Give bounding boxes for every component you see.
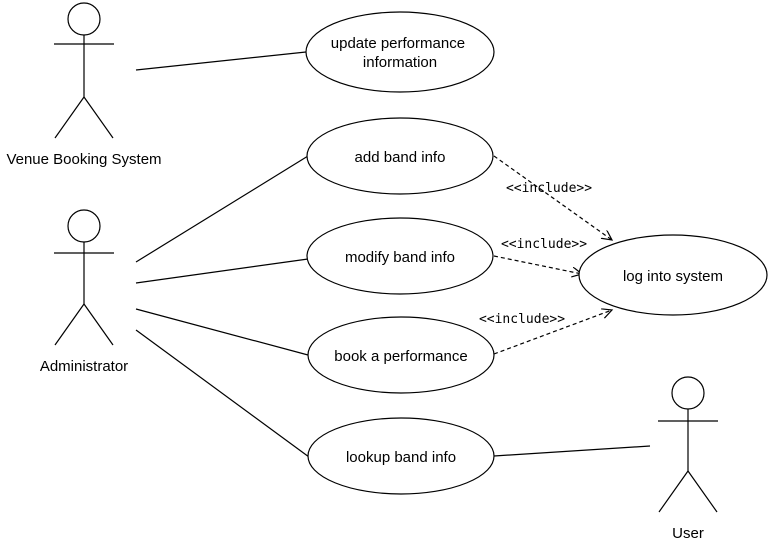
actor-administrator: Administrator xyxy=(40,209,128,375)
association-admin-add xyxy=(135,155,309,263)
association-user-lookup xyxy=(493,445,651,457)
use-case-label: book a performance xyxy=(334,348,467,365)
actor-user: User xyxy=(658,376,718,540)
association-admin-lookup xyxy=(135,329,310,458)
include-modify-login xyxy=(493,255,582,274)
include-label-add: <<include>> xyxy=(506,181,592,196)
stick-figure-icon xyxy=(54,209,114,346)
svg-text:update performance infor: update performance information xyxy=(331,35,469,71)
use-case-log-into-system: log into system xyxy=(578,234,768,316)
association-venue-update xyxy=(135,51,307,71)
include-label-modify: <<include>> xyxy=(501,237,587,252)
actor-label: Venue Booking System xyxy=(6,151,161,168)
include-add-login xyxy=(493,155,612,240)
use-case-modify-band-info: modify band info xyxy=(306,217,494,295)
use-case-lookup-band-info: lookup band info xyxy=(307,417,495,495)
stick-figure-icon xyxy=(658,376,718,513)
use-case-label-line-2: information xyxy=(363,54,437,71)
actor-label: User xyxy=(672,525,704,540)
actor-label: Administrator xyxy=(40,358,128,375)
include-label-book: <<include>> xyxy=(479,312,565,327)
use-case-label-line-1: update performance xyxy=(331,35,465,52)
use-case-book-performance: book a performance xyxy=(307,316,495,394)
association-admin-book xyxy=(135,308,309,356)
use-case-label: lookup band info xyxy=(346,449,456,466)
use-case-label: add band info xyxy=(355,149,446,166)
stick-figure-icon xyxy=(54,2,114,139)
use-case-add-band-info: add band info xyxy=(306,117,494,195)
association-admin-modify xyxy=(135,258,309,284)
use-case-label: modify band info xyxy=(345,249,455,266)
actor-venue-booking-system: Venue Booking System xyxy=(6,2,162,168)
use-case-label: log into system xyxy=(623,268,723,285)
use-case-update-performance: update performance information xyxy=(305,11,495,93)
